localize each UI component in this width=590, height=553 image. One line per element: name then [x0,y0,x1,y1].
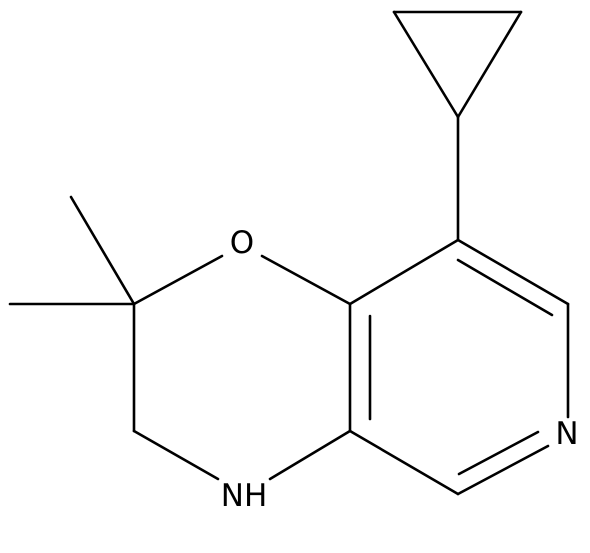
oxazine-ring [132,254,352,481]
oxygen-atom-label: O [230,225,254,261]
pyridine-nitrogen-label: N [555,416,578,452]
pyridine-ring [348,238,570,496]
bond-methyl-upper [69,195,136,306]
bond-n4-c4a [268,429,352,481]
bond-n6-c5-inner [457,430,540,476]
bond-o-c2 [132,254,224,306]
bond-c8-c7 [456,238,570,306]
bond-cp-right [456,10,523,119]
bond-c5-c4a [348,429,460,496]
bond-n6-c5 [456,444,550,496]
gem-dimethyl-group [8,195,136,306]
bond-c8a-c8 [348,238,460,306]
cyclopropyl-group [392,10,523,119]
bond-cp-left [392,10,460,119]
bond-c3-n4 [132,429,220,481]
bond-c8-c7-inner [456,258,554,317]
bond-c8a-o [260,254,352,306]
amine-nh-label: NH [221,478,268,514]
